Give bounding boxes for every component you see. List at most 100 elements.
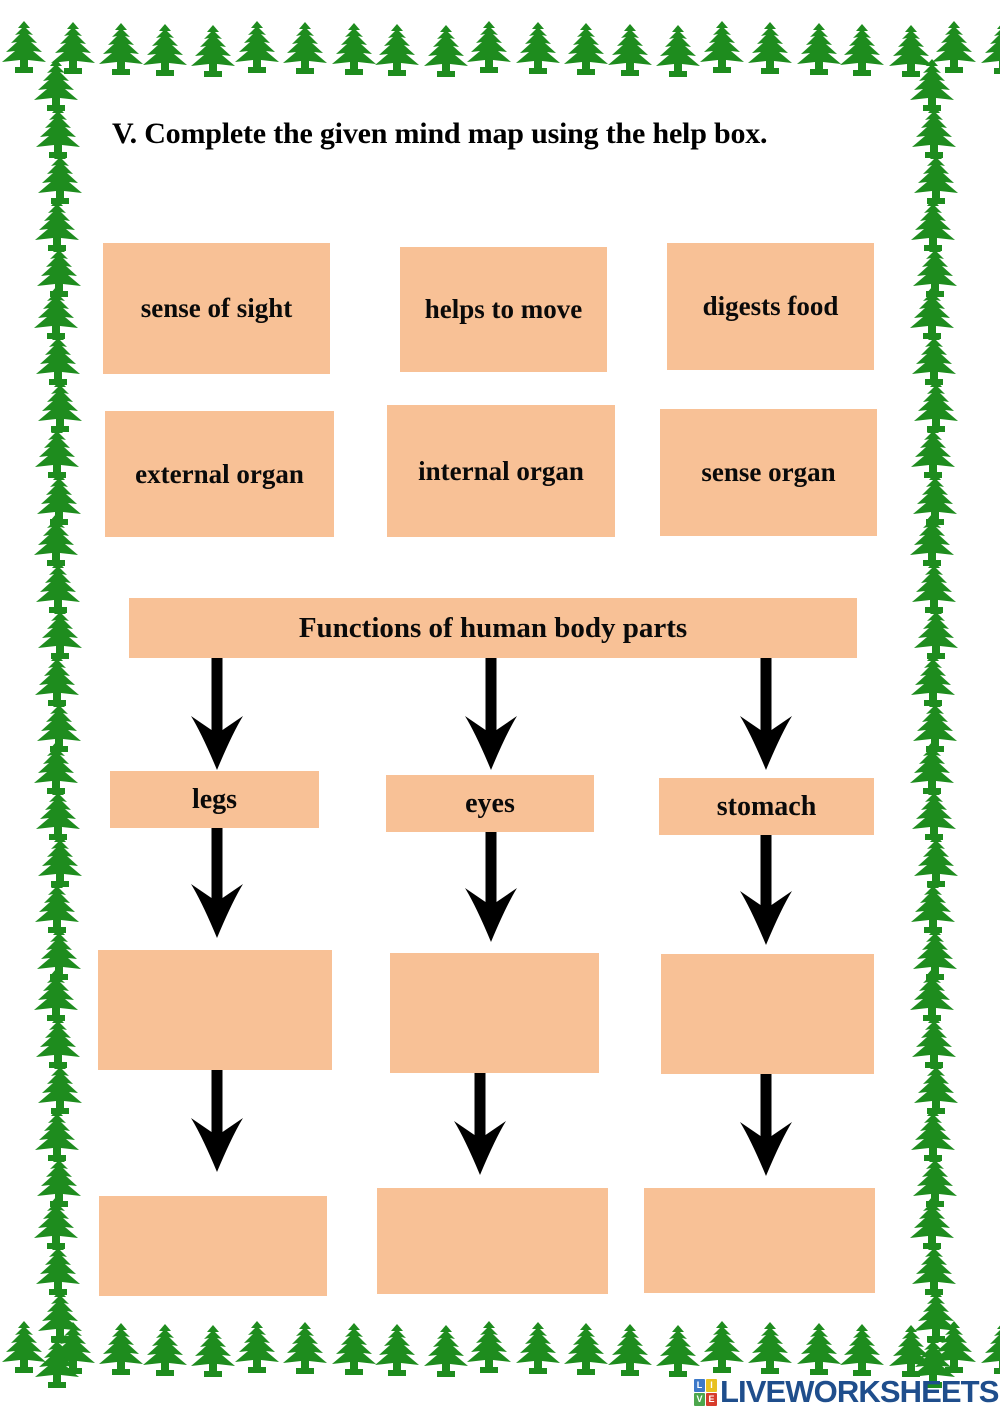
liveworksheets-logo: L I V E LIVEWORKSHEETS (694, 1374, 999, 1410)
answer-box-eyes-1[interactable] (390, 953, 599, 1073)
pine-tree-icon (38, 1062, 82, 1114)
pine-tree-icon (36, 788, 80, 840)
answer-box-stomach-2[interactable] (644, 1188, 875, 1293)
pine-tree-icon (796, 23, 841, 75)
pine-tree-icon (910, 1196, 954, 1249)
pine-tree-icon (699, 1321, 744, 1373)
pine-tree-icon (35, 198, 79, 251)
arrow-title-to-legs (191, 658, 243, 770)
pine-tree-icon (142, 24, 187, 76)
pine-tree-icon (2, 1321, 46, 1373)
pine-tree-icon (748, 22, 792, 74)
pine-tree-icon (912, 788, 956, 840)
pine-tree-icon (331, 23, 376, 75)
pine-tree-icon (913, 1155, 957, 1207)
pine-tree-icon (375, 24, 419, 76)
pine-tree-icon (34, 59, 78, 111)
pine-tree-icon (515, 22, 560, 74)
pine-tree-icon (191, 25, 235, 77)
answer-box-legs-2[interactable] (99, 1196, 327, 1296)
pine-tree-icon (34, 969, 78, 1021)
pine-tree-icon (912, 1015, 956, 1068)
pine-tree-icon (911, 881, 955, 933)
pine-tree-icon (914, 379, 958, 432)
pine-tree-icon (914, 1062, 958, 1114)
pine-tree-icon (423, 1325, 468, 1377)
pine-tree-icon (911, 198, 955, 251)
tree-border-top (0, 21, 1000, 78)
pine-tree-icon (142, 1324, 187, 1376)
arrow-title-to-stomach (740, 658, 792, 770)
pine-tree-icon (840, 24, 884, 76)
answer-box-eyes-2[interactable] (377, 1188, 608, 1294)
pine-tree-icon (38, 1289, 82, 1342)
pine-tree-icon (37, 472, 81, 525)
pine-tree-icon (37, 245, 81, 297)
pine-tree-icon (980, 1322, 1000, 1374)
pine-tree-icon (50, 1322, 95, 1374)
pine-tree-icon (283, 22, 327, 74)
pine-tree-icon (34, 1196, 78, 1249)
arrow-answer1-to-answer2-stomach (740, 1066, 792, 1176)
pine-tree-icon (913, 927, 957, 980)
arrow-answer1-to-answer2-eyes (454, 1065, 506, 1175)
pine-tree-icon (36, 1243, 80, 1295)
pine-tree-icon (888, 1325, 933, 1377)
pine-tree-icon (932, 21, 976, 73)
pine-tree-icon (234, 21, 279, 73)
pine-tree-icon (37, 1155, 81, 1207)
pine-tree-icon (888, 25, 933, 77)
pine-tree-icon (914, 152, 958, 204)
pine-tree-icon (2, 21, 46, 73)
pine-tree-icon (932, 1321, 976, 1373)
pine-tree-icon (34, 514, 78, 566)
liveworksheets-logo-text: LIVEWORKSHEETS (720, 1374, 999, 1409)
arrow-stomach-to-answer1 (740, 835, 792, 945)
pine-tree-icon (911, 653, 955, 706)
pine-tree-icon (912, 333, 956, 385)
pine-tree-icon (914, 834, 958, 887)
pine-tree-icon (35, 653, 79, 706)
pine-tree-icon (423, 25, 468, 77)
pine-tree-icon (914, 607, 958, 659)
mind-map-title-box: Functions of human body parts (129, 598, 857, 658)
pine-tree-icon (910, 969, 954, 1021)
help-box-item-helps-to-move: helps to move (400, 247, 607, 372)
pine-tree-icon (35, 1336, 79, 1388)
pine-tree-icon (38, 834, 82, 887)
pine-tree-icon (35, 1108, 79, 1161)
answer-box-stomach-1[interactable] (661, 954, 874, 1074)
arrow-eyes-to-answer1 (465, 832, 517, 942)
pine-tree-icon (910, 741, 954, 794)
tree-border-right (908, 59, 970, 1388)
pine-tree-icon (34, 741, 78, 794)
pine-tree-icon (99, 1323, 143, 1375)
pine-tree-icon (748, 1322, 792, 1374)
pine-tree-icon (910, 59, 954, 111)
pine-tree-icon (912, 105, 956, 158)
arrow-legs-to-answer1 (191, 828, 243, 938)
help-box-item-digests-food: digests food (667, 243, 874, 370)
pine-tree-icon (38, 152, 82, 204)
help-box-item-sense-of-sight: sense of sight (103, 243, 330, 374)
pine-tree-icon (913, 245, 957, 297)
help-box-item-sense-organ: sense organ (660, 409, 877, 536)
pine-tree-icon (656, 1325, 700, 1377)
logo-tile-v: V (694, 1392, 705, 1406)
tree-border-left (32, 59, 94, 1388)
page-instruction-heading: V. Complete the given mind map using the… (112, 117, 768, 150)
mind-map-node-eyes: eyes (386, 775, 594, 832)
tree-border-bottom (0, 1321, 1000, 1380)
pine-tree-icon (912, 560, 956, 613)
answer-box-legs-1[interactable] (98, 950, 332, 1070)
pine-tree-icon (50, 22, 95, 74)
pine-tree-icon (34, 286, 78, 339)
pine-tree-icon (234, 1321, 279, 1373)
pine-tree-icon (283, 1322, 327, 1374)
pine-tree-icon (37, 927, 81, 980)
pine-tree-icon (467, 1321, 511, 1373)
pine-tree-icon (840, 1324, 884, 1376)
arrow-answer1-to-answer2-legs (191, 1062, 243, 1172)
pine-tree-icon (99, 23, 143, 75)
